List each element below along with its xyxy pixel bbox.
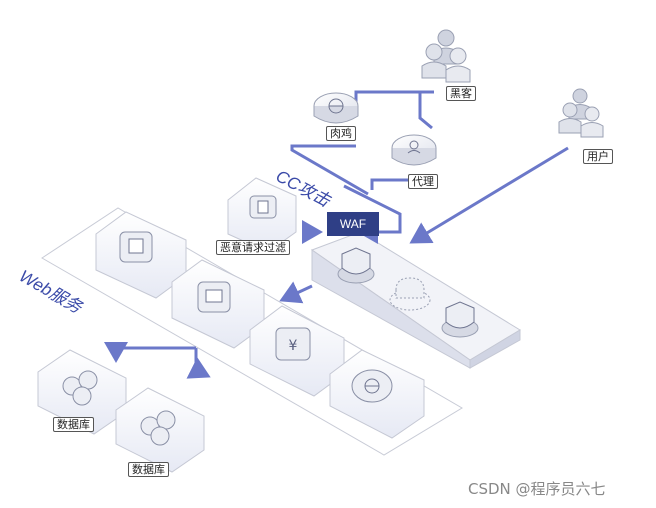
- proxy-person-icon: [391, 134, 437, 166]
- hacker-people-icon: [421, 29, 471, 83]
- web-globe-card: [329, 349, 425, 439]
- web-yen-card: ¥: [249, 305, 345, 397]
- waf-shield-icon-left: [337, 247, 375, 284]
- zombie-to-cc-line: [290, 144, 369, 196]
- database-card-2: [115, 387, 205, 473]
- user-label: 用户: [583, 149, 613, 164]
- hacker-to-zombie-line: [354, 90, 434, 102]
- proxy-label: 代理: [408, 174, 438, 189]
- web-doc-card: [95, 211, 187, 299]
- waf-cloud-icon: [389, 277, 431, 311]
- waf-badge: WAF: [327, 212, 379, 236]
- filter-document-icon: [227, 177, 297, 253]
- user-to-waf-line: [409, 146, 569, 244]
- waf-to-web-line: [279, 281, 313, 304]
- web-to-db-line: [104, 342, 172, 363]
- hacker-to-proxy-line: [418, 92, 433, 130]
- waf-shield-icon-right: [441, 301, 479, 338]
- svg-text:¥: ¥: [289, 338, 298, 354]
- web-to-db2-line: [186, 348, 211, 379]
- web-service-zone: [41, 207, 463, 456]
- watermark: CSDN @程序员六七: [468, 480, 606, 498]
- database-label-1: 数据库: [53, 417, 94, 432]
- proxy-to-cc-line: [370, 178, 412, 190]
- cc-to-waf-line: [343, 184, 402, 244]
- user-people-icon: [558, 88, 604, 138]
- web-server-card: [171, 259, 265, 349]
- zombie-label: 肉鸡: [326, 126, 356, 141]
- filter-label: 恶意请求过滤: [216, 240, 290, 255]
- zombie-globe-icon: [313, 92, 359, 124]
- hacker-label: 黑客: [446, 86, 476, 101]
- connector-lines: [104, 90, 569, 379]
- database-label-2: 数据库: [128, 462, 169, 477]
